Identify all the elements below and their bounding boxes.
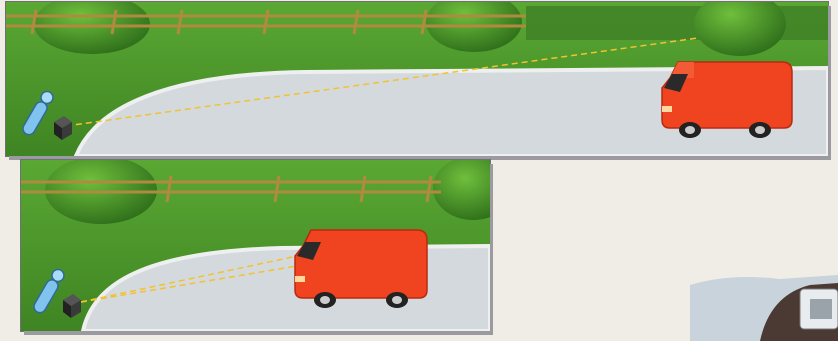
van-icon bbox=[295, 230, 427, 308]
corner-photo-fragment bbox=[690, 255, 838, 341]
top-scene bbox=[6, 2, 828, 156]
van-icon bbox=[662, 62, 792, 138]
top-scene-panel bbox=[6, 2, 828, 156]
bottom-scene-panel bbox=[21, 160, 490, 331]
bottom-scene bbox=[21, 160, 490, 331]
